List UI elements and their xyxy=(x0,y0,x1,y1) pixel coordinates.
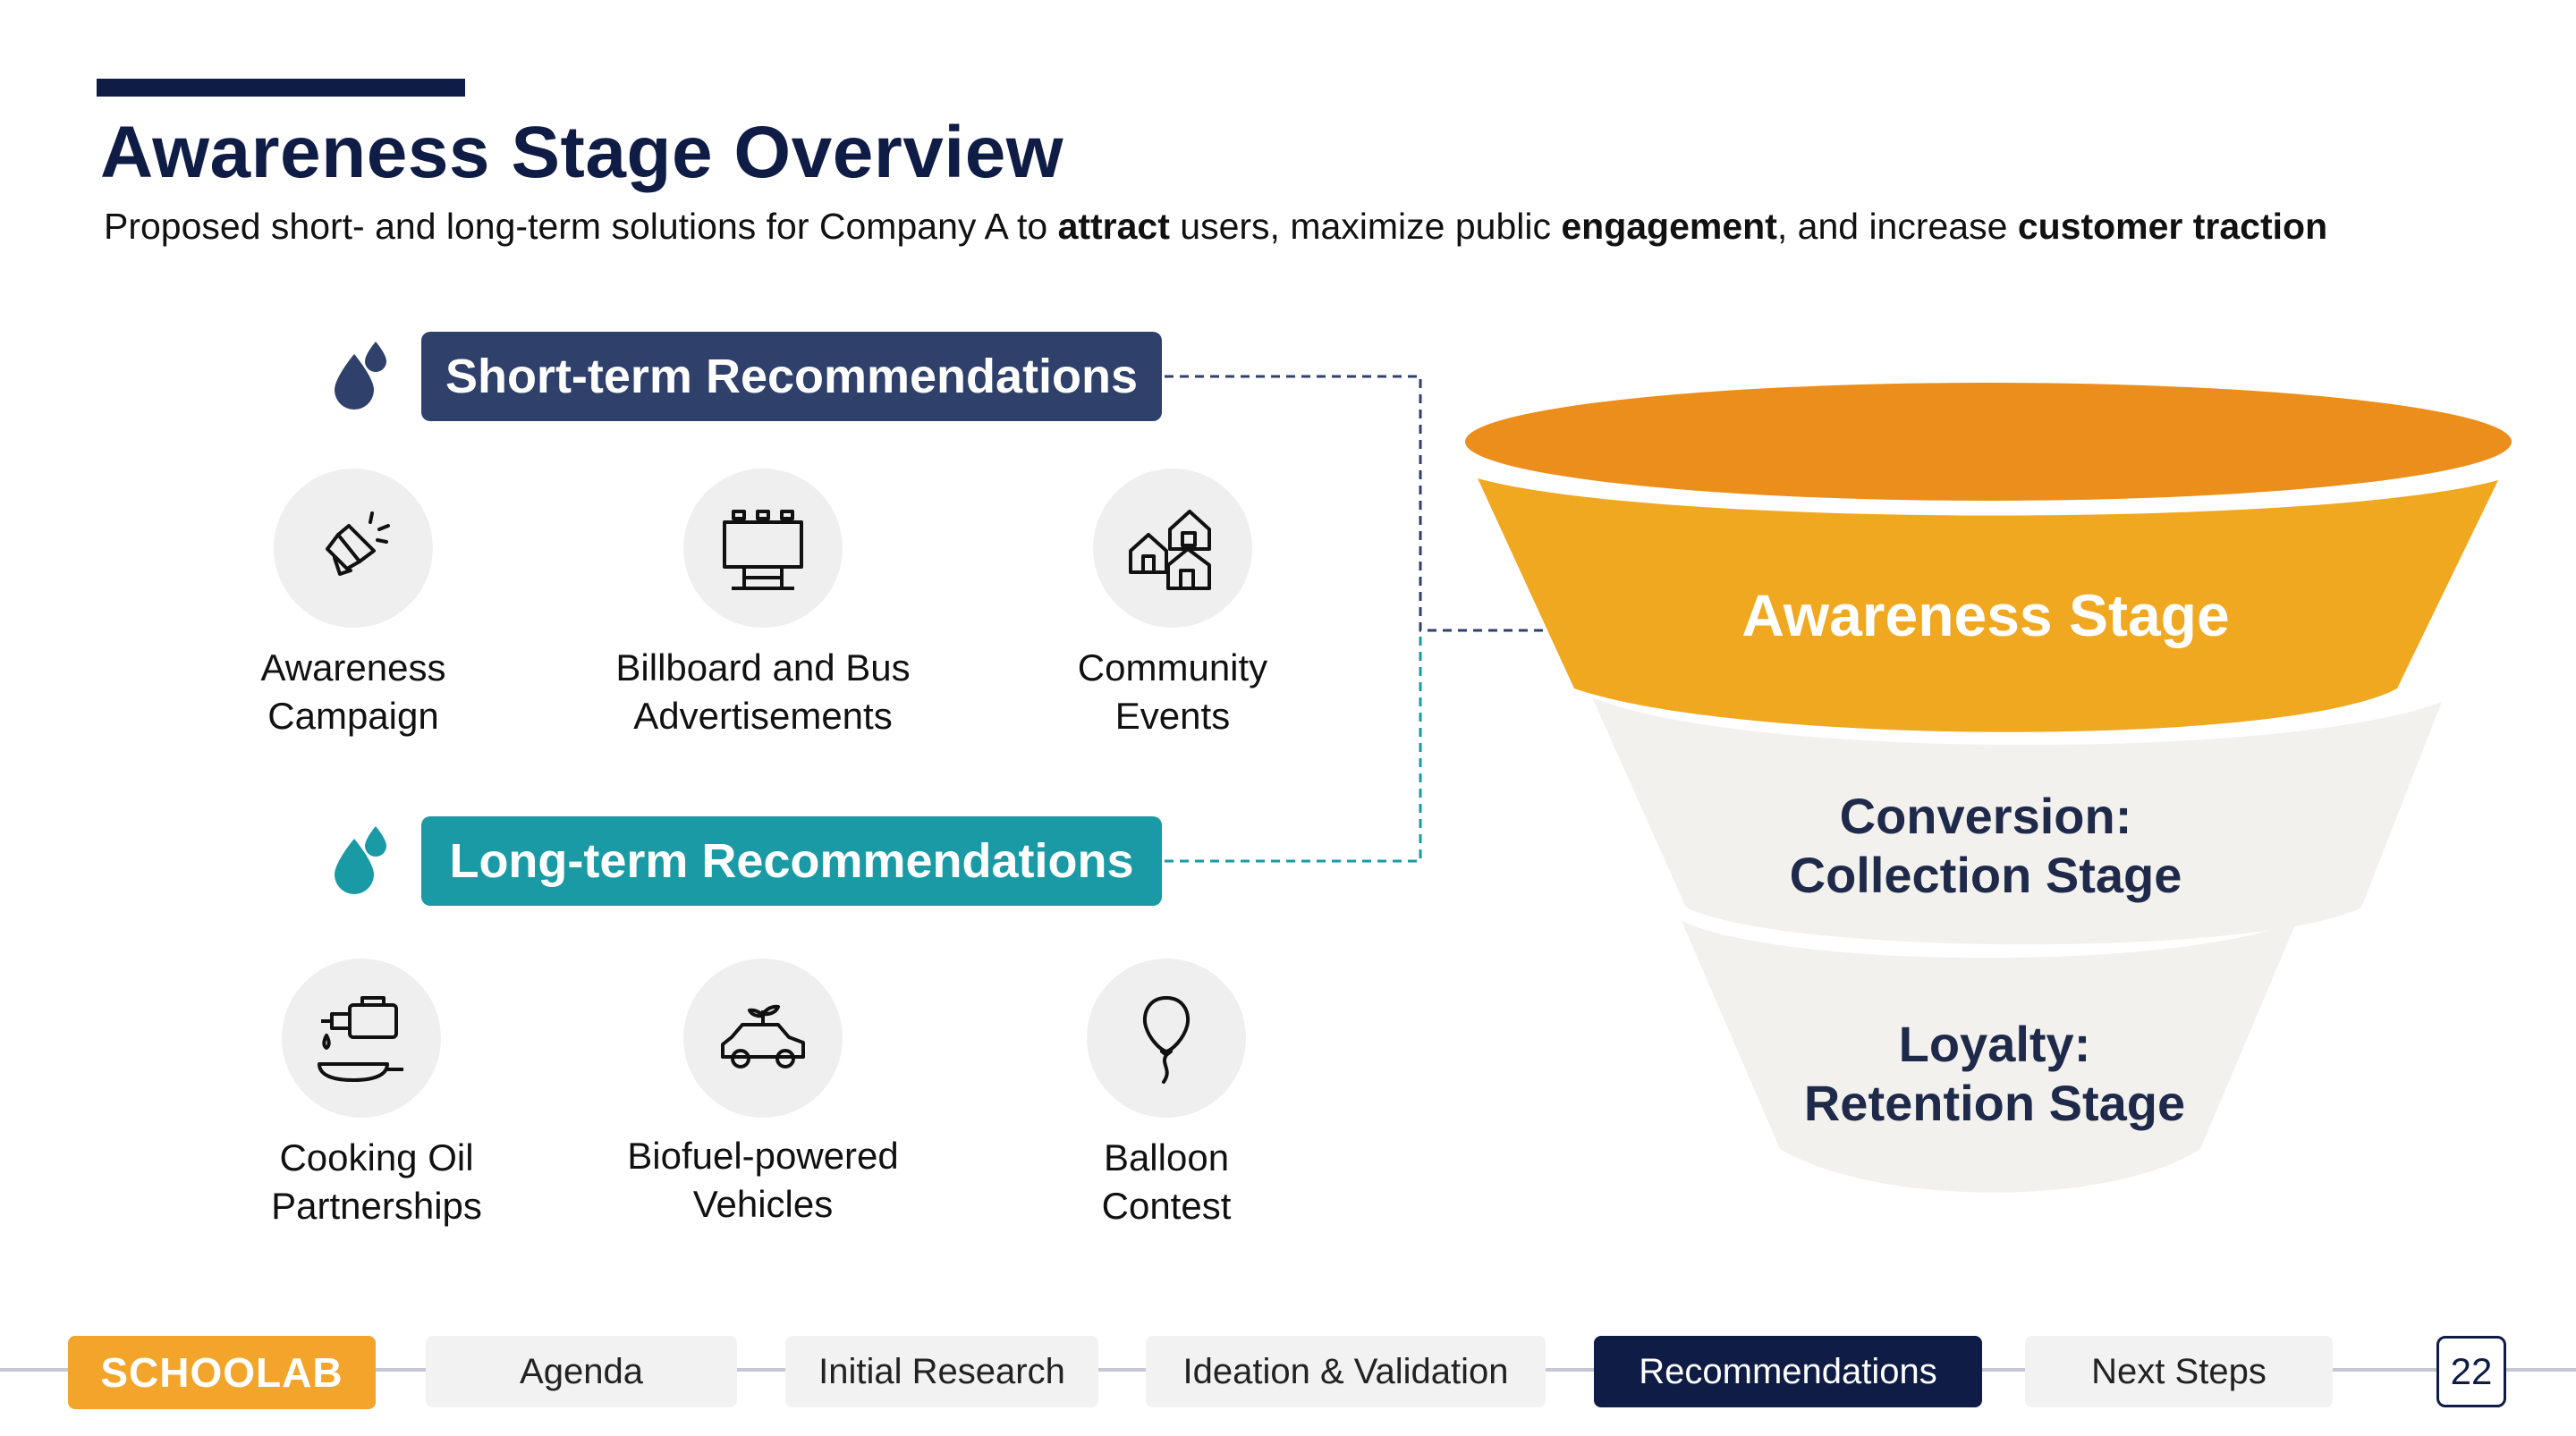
label-line: Balloon xyxy=(1103,1136,1230,1178)
balloon-icon xyxy=(1087,959,1246,1118)
stage-line: Retention Stage xyxy=(1803,1075,2186,1131)
nav-tab-agenda[interactable]: Agenda xyxy=(426,1336,737,1407)
stage-line: Loyalty: xyxy=(1898,1016,2091,1072)
label-line: Vehicles xyxy=(692,1183,834,1225)
subtitle-emphasis: engagement xyxy=(1561,206,1777,247)
stage-line: Collection Stage xyxy=(1789,847,2182,903)
subtitle-emphasis: customer traction xyxy=(2017,206,2328,247)
page-subtitle: Proposed short- and long-term solutions … xyxy=(104,206,2327,248)
funnel-conversion-stage: Conversion:Collection Stage xyxy=(1619,787,2352,905)
label-line: Events xyxy=(1114,695,1231,737)
label-line: Community xyxy=(1077,646,1268,688)
subtitle-text: Proposed short- and long-term solutions … xyxy=(104,206,1058,247)
label-line: Campaign xyxy=(267,695,439,737)
page-title: Awareness Stage Overview xyxy=(100,112,1064,193)
label-line: Billboard and Bus xyxy=(615,646,911,688)
billboard-icon xyxy=(683,469,843,628)
long-term-recommendations-header: Long-term Recommendations xyxy=(421,816,1162,906)
page-number: 22 xyxy=(2436,1336,2506,1407)
label-line: Biofuel-powered xyxy=(627,1135,899,1177)
label-line: Advertisements xyxy=(633,695,893,737)
schoolab-logo[interactable]: SCHOOLAB xyxy=(68,1336,376,1409)
nav-tab-recommendations[interactable]: Recommendations xyxy=(1594,1336,1982,1407)
nav-tab-next-steps[interactable]: Next Steps xyxy=(2025,1336,2333,1407)
eco-car-icon xyxy=(683,959,843,1118)
title-accent-bar xyxy=(97,79,465,97)
funnel-awareness-stage: Awareness Stage xyxy=(1741,582,2230,648)
nav-tab-initial-research[interactable]: Initial Research xyxy=(785,1336,1098,1407)
label-line: Contest xyxy=(1101,1185,1232,1227)
houses-icon xyxy=(1093,469,1252,628)
funnel-graphic xyxy=(1465,383,2512,1193)
oil-can-icon xyxy=(282,959,441,1118)
label-line: Partnerships xyxy=(271,1185,482,1227)
stage-line: Conversion: xyxy=(1839,788,2132,844)
megaphone-icon xyxy=(274,469,433,628)
short-term-recommendations-header: Short-term Recommendations xyxy=(421,332,1162,421)
subtitle-text: , and increase xyxy=(1776,206,2018,247)
droplets-icon xyxy=(335,342,386,410)
nav-tab-ideation-validation[interactable]: Ideation & Validation xyxy=(1146,1336,1546,1407)
subtitle-text: users, maximize public xyxy=(1169,206,1562,247)
subtitle-emphasis: attract xyxy=(1057,206,1170,247)
droplets-icon xyxy=(335,826,386,894)
funnel-loyalty-stage: Loyalty:Retention Stage xyxy=(1628,1015,2361,1133)
label-line: Cooking Oil xyxy=(279,1136,474,1178)
label-line: Awareness xyxy=(260,646,446,688)
